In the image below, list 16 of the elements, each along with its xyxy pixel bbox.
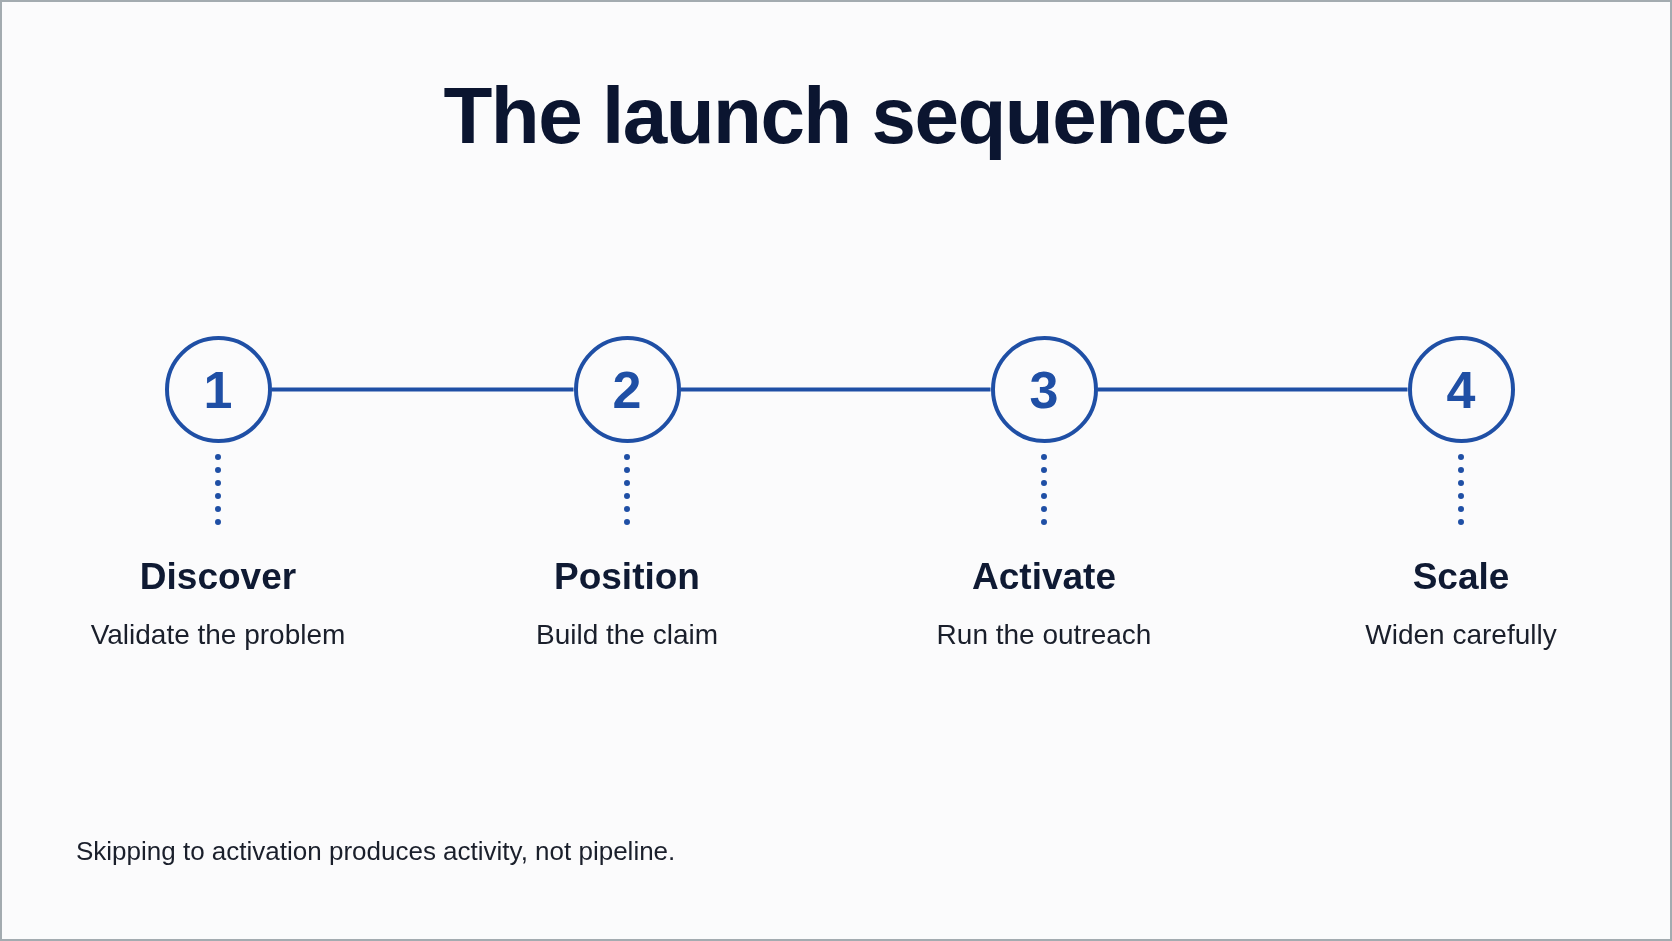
connector-line	[271, 387, 574, 392]
step-number: 4	[1446, 363, 1476, 416]
step-number: 1	[203, 363, 233, 416]
footnote: Skipping to activation produces activity, not pipeline.	[76, 836, 676, 868]
step-description: Widen carefully	[1365, 618, 1557, 652]
step-description: Run the outreach	[936, 618, 1152, 652]
step-title: Position	[554, 555, 700, 599]
step-number: 3	[1029, 363, 1059, 416]
step-title: Discover	[139, 555, 297, 599]
step-title: Scale	[1412, 555, 1510, 599]
step-title: Activate	[972, 555, 1116, 599]
step-number: 2	[612, 363, 642, 416]
connector-line	[1097, 387, 1408, 392]
step-description: Build the claim	[535, 618, 719, 652]
connector-line	[680, 387, 991, 392]
step-description: Validate the problem	[90, 618, 346, 652]
